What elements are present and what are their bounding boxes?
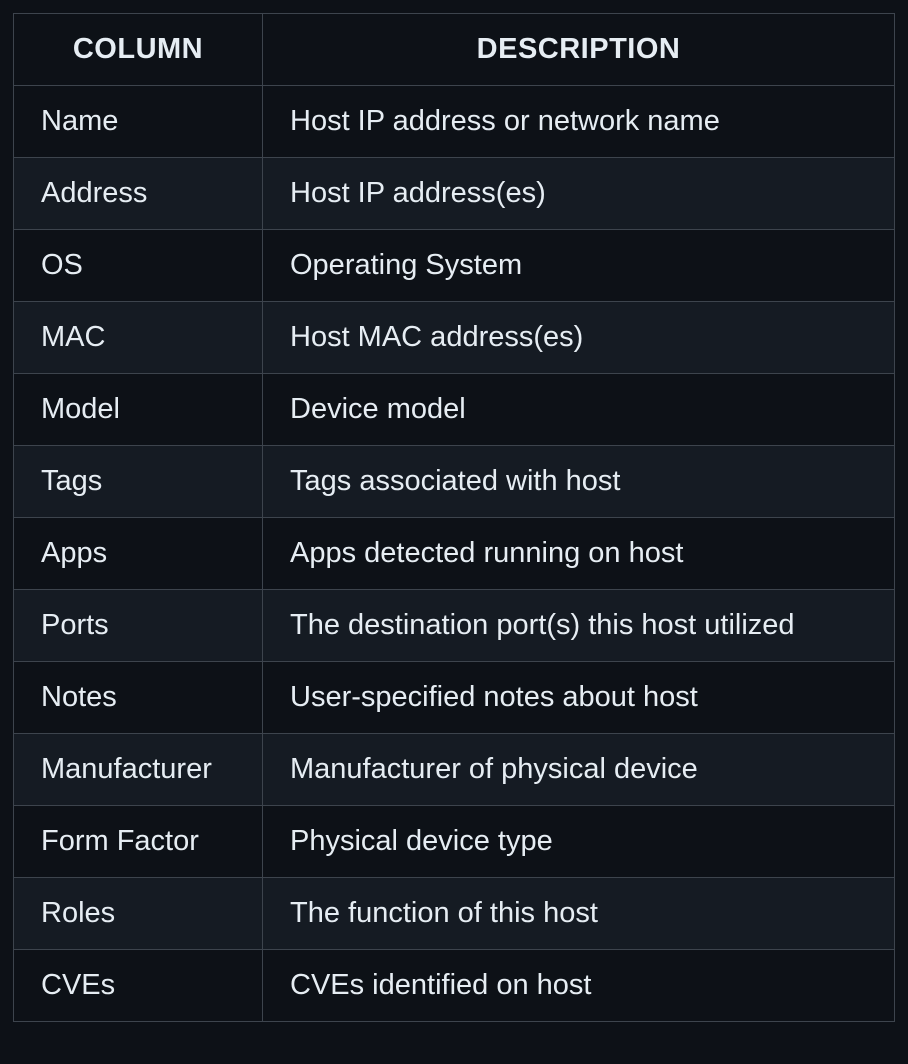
description-cell: Tags associated with host xyxy=(262,445,895,518)
table-row: Form Factor Physical device type xyxy=(13,805,895,878)
column-name-cell: Notes xyxy=(13,661,263,734)
column-name-cell: Ports xyxy=(13,589,263,662)
table-row: Address Host IP address(es) xyxy=(13,157,895,230)
table-row: Manufacturer Manufacturer of physical de… xyxy=(13,733,895,806)
columns-table: COLUMN DESCRIPTION Name Host IP address … xyxy=(13,13,895,1022)
column-header: COLUMN xyxy=(13,13,263,86)
description-cell: Operating System xyxy=(262,229,895,302)
description-cell: Device model xyxy=(262,373,895,446)
column-name-cell: Tags xyxy=(13,445,263,518)
table-row: MAC Host MAC address(es) xyxy=(13,301,895,374)
description-cell: Host IP address or network name xyxy=(262,85,895,158)
table-row: Model Device model xyxy=(13,373,895,446)
description-cell: CVEs identified on host xyxy=(262,949,895,1022)
description-cell: Host IP address(es) xyxy=(262,157,895,230)
description-cell: Apps detected running on host xyxy=(262,517,895,590)
table-header-row: COLUMN DESCRIPTION xyxy=(13,13,895,86)
table-row: CVEs CVEs identified on host xyxy=(13,949,895,1022)
columns-table-container: COLUMN DESCRIPTION Name Host IP address … xyxy=(13,13,895,1022)
column-name-cell: Form Factor xyxy=(13,805,263,878)
description-cell: Physical device type xyxy=(262,805,895,878)
description-cell: Manufacturer of physical device xyxy=(262,733,895,806)
table-row: Tags Tags associated with host xyxy=(13,445,895,518)
table-row: Ports The destination port(s) this host … xyxy=(13,589,895,662)
table-row: Roles The function of this host xyxy=(13,877,895,950)
table-row: Name Host IP address or network name xyxy=(13,85,895,158)
description-cell: Host MAC address(es) xyxy=(262,301,895,374)
column-name-cell: Model xyxy=(13,373,263,446)
description-cell: The function of this host xyxy=(262,877,895,950)
table-row: OS Operating System xyxy=(13,229,895,302)
column-name-cell: Name xyxy=(13,85,263,158)
column-name-cell: MAC xyxy=(13,301,263,374)
description-cell: User-specified notes about host xyxy=(262,661,895,734)
table-row: Notes User-specified notes about host xyxy=(13,661,895,734)
column-name-cell: Address xyxy=(13,157,263,230)
description-cell: The destination port(s) this host utiliz… xyxy=(262,589,895,662)
column-name-cell: Manufacturer xyxy=(13,733,263,806)
column-name-cell: CVEs xyxy=(13,949,263,1022)
column-name-cell: Apps xyxy=(13,517,263,590)
column-name-cell: Roles xyxy=(13,877,263,950)
column-name-cell: OS xyxy=(13,229,263,302)
table-row: Apps Apps detected running on host xyxy=(13,517,895,590)
description-header: DESCRIPTION xyxy=(262,13,895,86)
